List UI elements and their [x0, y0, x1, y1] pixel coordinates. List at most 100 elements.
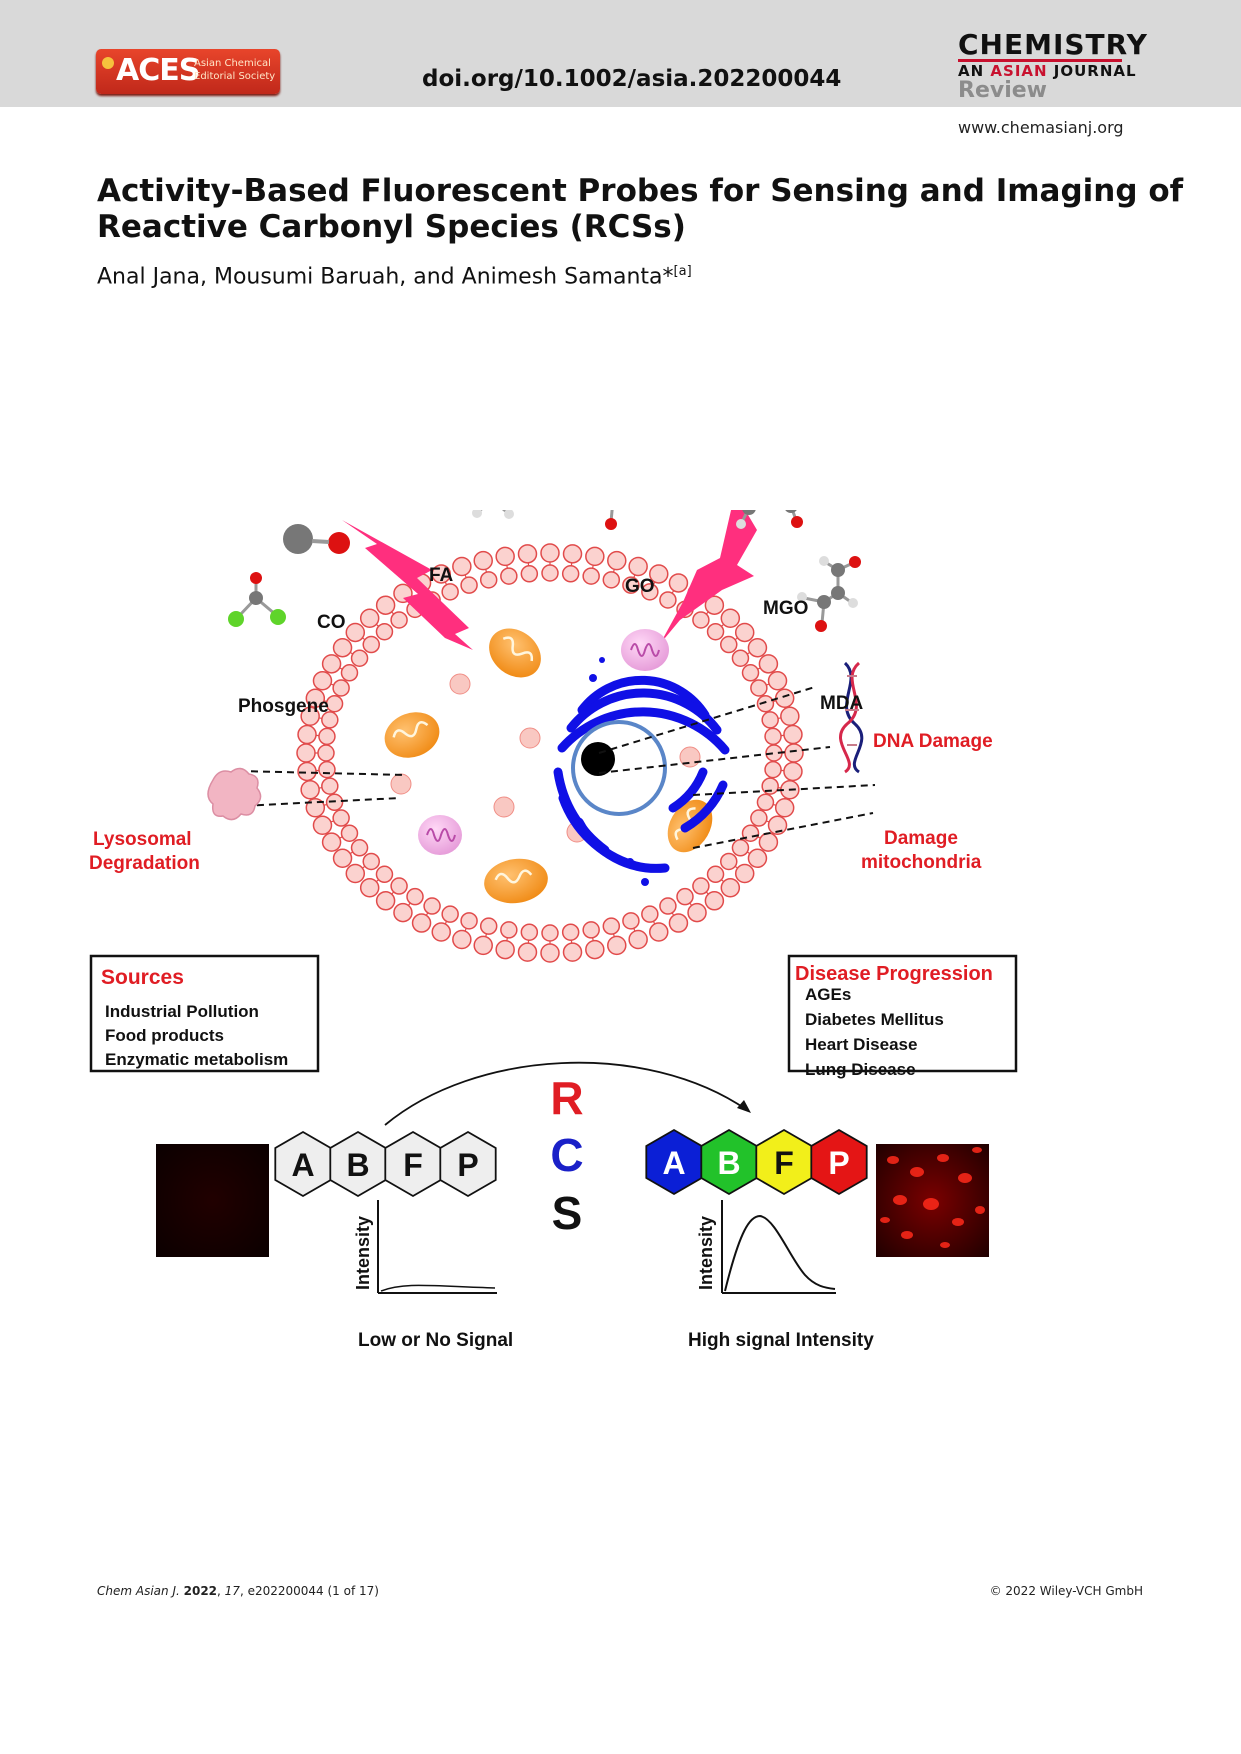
- lipid-head: [520, 565, 539, 583]
- lipid-head: [325, 694, 344, 713]
- author-list: Anal Jana, Mousumi Baruah, and Animesh S…: [97, 264, 692, 289]
- lipid-head: [318, 727, 336, 746]
- rcs-letter-c: C: [550, 1129, 583, 1181]
- probe-letter: F: [774, 1145, 794, 1181]
- lipid-head: [540, 943, 560, 963]
- journal-name: CHEMISTRY: [958, 28, 1148, 61]
- lipid-head: [540, 543, 560, 563]
- lipid-head: [350, 839, 369, 857]
- high-plot-axis-label: Intensity: [696, 1216, 716, 1290]
- lipid-head: [774, 797, 795, 818]
- sources-item: Enzymatic metabolism: [105, 1050, 288, 1069]
- sources-title: Sources: [101, 966, 184, 989]
- doi-link[interactable]: doi.org/10.1002/asia.202200044: [422, 66, 842, 92]
- lipid-head: [350, 649, 369, 667]
- lipid-head: [731, 839, 750, 857]
- lipid-head: [340, 664, 359, 682]
- lipid-head: [431, 922, 451, 942]
- lipid-head: [607, 935, 627, 956]
- disease-item: AGEs: [805, 985, 851, 1004]
- high-signal-caption: High signal Intensity: [688, 1330, 874, 1351]
- lipid-head: [706, 622, 725, 641]
- lipid-head: [441, 905, 459, 923]
- phosgene-molecule-icon: [228, 572, 286, 627]
- lipid-head: [460, 576, 478, 594]
- lipid-head: [641, 905, 659, 923]
- lipid-head: [761, 711, 779, 729]
- citation-journal: Chem Asian J.: [97, 1584, 180, 1598]
- low-signal-caption: Low or No Signal: [358, 1330, 513, 1351]
- aces-logo[interactable]: ACES Asian Chemical Editorial Society: [96, 49, 280, 94]
- lipid-head: [764, 760, 782, 779]
- lipid-head: [297, 761, 317, 782]
- lipid-head: [649, 564, 669, 584]
- lipid-head: [764, 727, 782, 746]
- lipid-head: [500, 921, 518, 939]
- label-damage: Damage: [884, 828, 958, 849]
- disease-item: Heart Disease: [805, 1035, 917, 1054]
- lipid-head: [585, 939, 605, 960]
- lipid-head: [332, 679, 350, 697]
- fluorescence-image-bright: [876, 1144, 989, 1257]
- mitochondrion-icon: [489, 628, 541, 678]
- lipid-head: [321, 832, 342, 852]
- sources-box: Sources Industrial Pollution Food produc…: [89, 954, 320, 1073]
- reaction-arrow: [384, 1061, 748, 1126]
- lipid-head: [668, 913, 689, 933]
- lipid-head: [758, 654, 779, 674]
- label-go: GO: [625, 576, 655, 597]
- probe-letter: B: [346, 1147, 369, 1183]
- lipid-head: [734, 863, 755, 884]
- lipid-head: [321, 711, 339, 729]
- authors-text: Anal Jana, Mousumi Baruah, and Animesh S…: [97, 264, 674, 290]
- aces-logo-text: ACES: [116, 53, 200, 88]
- journal-subname: AN ASIAN JOURNAL: [958, 62, 1137, 80]
- lipid-head: [362, 852, 380, 871]
- lipid-head: [390, 611, 408, 629]
- sources-item: Industrial Pollution: [105, 1002, 259, 1021]
- lipid-head: [607, 550, 627, 571]
- label-fa: FA: [429, 565, 454, 586]
- lipid-head: [649, 922, 669, 942]
- affiliation-mark[interactable]: [a]: [673, 264, 692, 279]
- lipid-head: [750, 679, 768, 697]
- low-signal-plot: [377, 1200, 497, 1294]
- arrow-head-icon: [737, 1100, 751, 1113]
- lipid-head: [741, 664, 760, 682]
- lipid-head: [362, 635, 380, 654]
- lightning-bolt-icon: [342, 520, 473, 650]
- lipid-head: [375, 595, 396, 615]
- label-phosgene: Phosgene: [238, 696, 329, 717]
- lipid-head: [332, 848, 353, 869]
- label-dna-damage: DNA Damage: [873, 731, 993, 752]
- lipid-head: [659, 591, 677, 609]
- lipid-head: [321, 777, 339, 795]
- label-co: CO: [317, 612, 346, 633]
- lipid-head: [704, 891, 725, 911]
- lipid-head: [784, 743, 804, 763]
- lipid-head: [345, 863, 366, 884]
- lipid-head: [541, 564, 559, 582]
- lipid-head: [756, 793, 775, 812]
- fa-molecule-icon: [472, 510, 514, 519]
- lipid-head: [750, 809, 768, 827]
- fluorescence-image-dark: [156, 1144, 269, 1257]
- lipid-head: [332, 637, 353, 658]
- journal-website-link[interactable]: www.chemasianj.org: [958, 118, 1124, 137]
- lipid-head: [734, 622, 755, 643]
- lipid-head: [692, 611, 710, 629]
- go-molecule-icon: [605, 510, 617, 530]
- probe-letter: A: [662, 1145, 685, 1181]
- citation-rest: , e202200044 (1 of 17): [239, 1584, 379, 1598]
- lipid-head: [659, 897, 677, 915]
- low-plot-axis-label: Intensity: [353, 1216, 373, 1290]
- disease-item: Diabetes Mellitus: [805, 1010, 944, 1029]
- high-signal-plot: [721, 1200, 836, 1294]
- lipid-head: [628, 929, 648, 950]
- lipid-head: [582, 567, 600, 585]
- nucleolus: [581, 742, 615, 776]
- lipid-head: [731, 649, 750, 667]
- lipid-head: [774, 688, 795, 709]
- lipid-head: [706, 865, 725, 884]
